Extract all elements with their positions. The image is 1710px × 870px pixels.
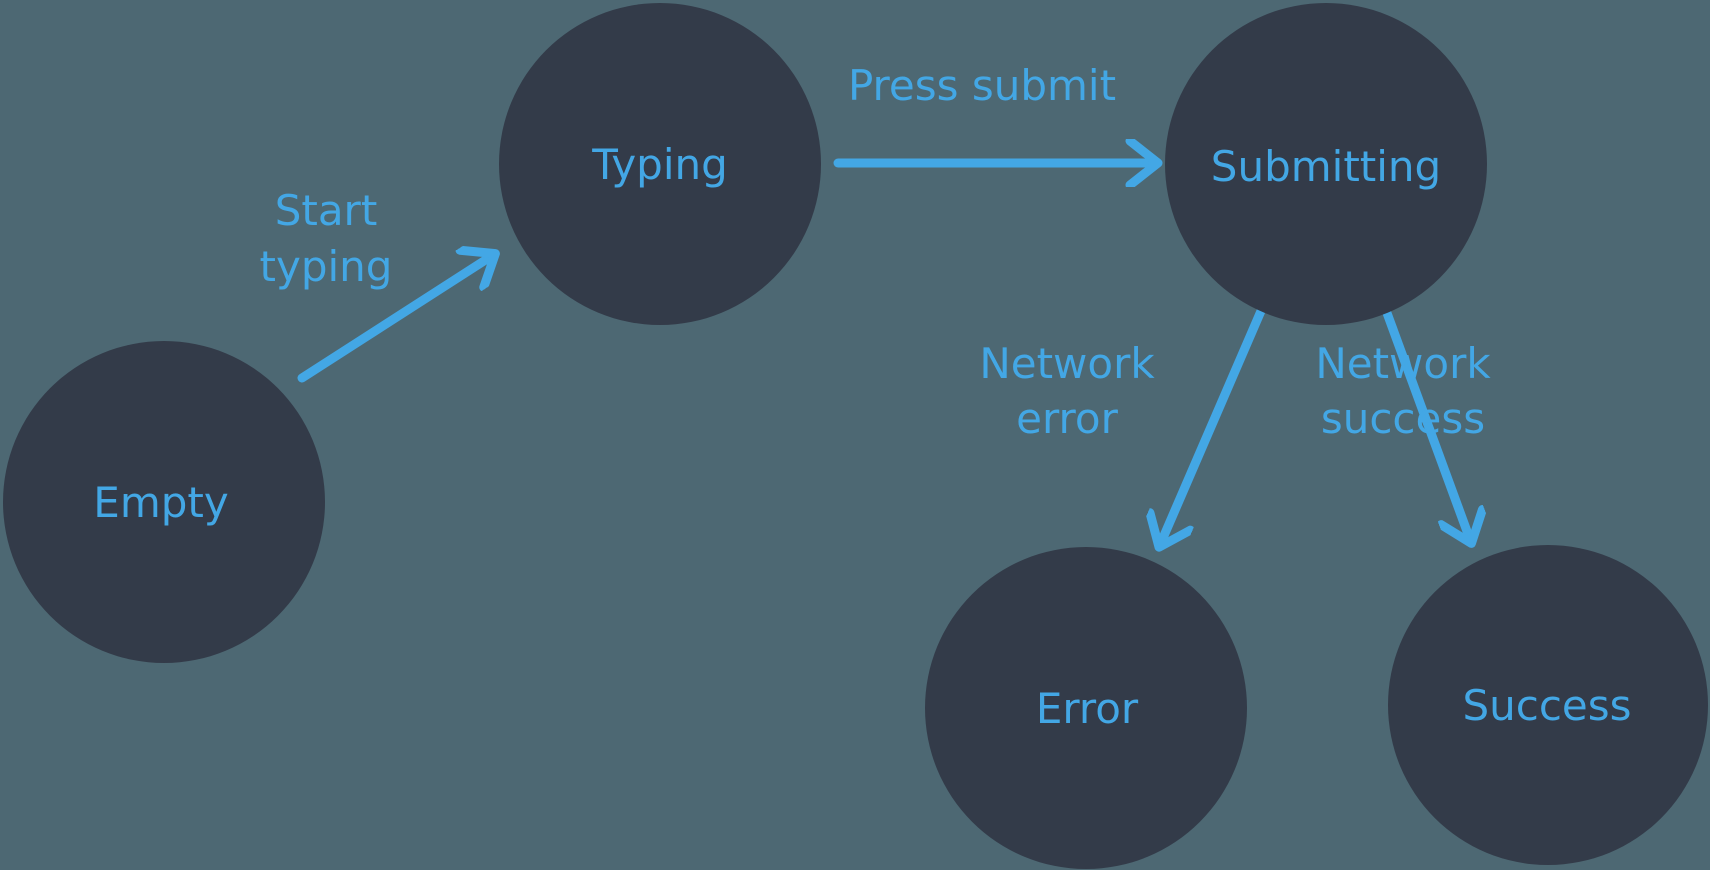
state-node-success	[1388, 545, 1708, 865]
state-node-label-submitting: Submitting	[1211, 142, 1441, 191]
state-node-label-typing: Typing	[591, 140, 728, 189]
state-node-empty	[3, 341, 325, 663]
state-node-submitting	[1165, 3, 1487, 325]
transition-label-network-success: Network	[1315, 339, 1491, 388]
state-node-label-error: Error	[1036, 684, 1139, 733]
transition-label-network-error: Network	[979, 339, 1155, 388]
transition-label-start-typing: Start	[275, 186, 378, 235]
state-node-error	[925, 547, 1247, 869]
transition-arrow-network-success	[1382, 308, 1468, 534]
transition-arrow-start-typing	[297, 259, 487, 383]
transition-arrow-network-error	[1163, 306, 1266, 538]
transition-label-start-typing: typing	[260, 242, 393, 291]
transition-label-network-error: error	[1016, 394, 1118, 443]
transition-label-press-submit: Press submit	[848, 61, 1116, 110]
transition-label-network-success: success	[1321, 394, 1485, 443]
state-node-label-success: Success	[1462, 681, 1631, 730]
state-node-typing	[499, 3, 821, 325]
state-node-label-empty: Empty	[93, 478, 228, 527]
